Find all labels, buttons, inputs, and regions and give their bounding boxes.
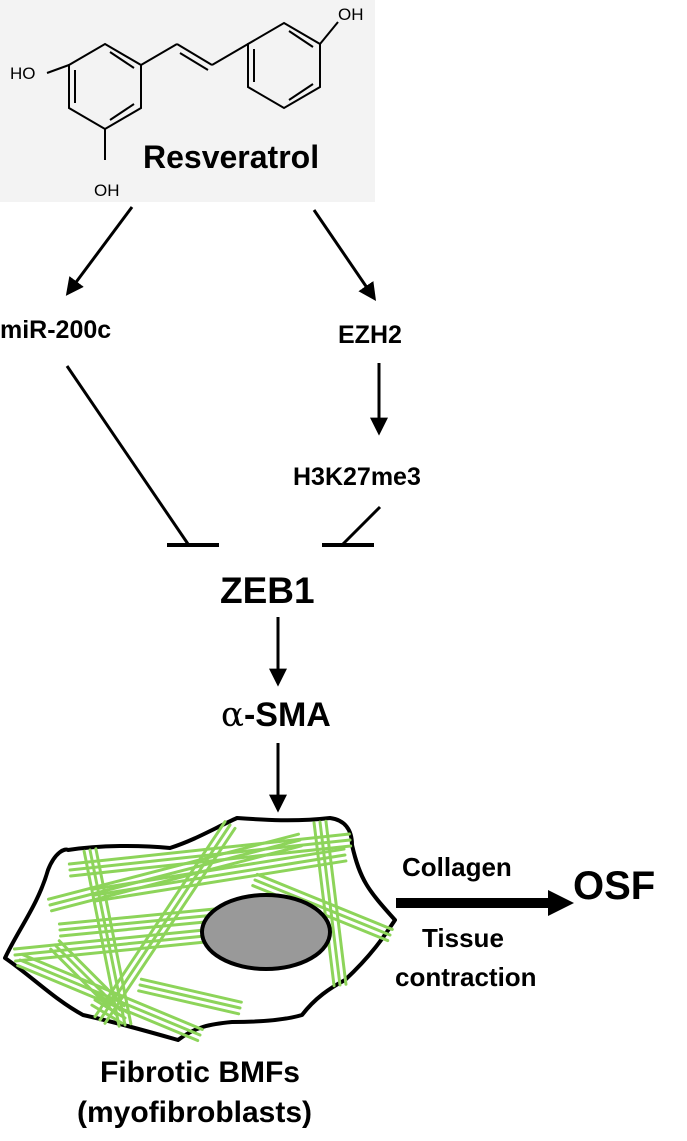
- cell-label-line1: Fibrotic BMFs: [100, 1056, 300, 1089]
- arrow-resveratrol-to-ezh2: [312, 209, 377, 301]
- actin-fiber: [53, 943, 122, 1012]
- actin-fibers: [12, 819, 394, 1043]
- contraction-label: contraction: [395, 962, 537, 992]
- actin-fiber: [312, 821, 336, 988]
- cell-label-line2: (myofibroblasts): [77, 1096, 313, 1129]
- osf-label: OSF: [573, 864, 656, 908]
- cell-nucleus: [200, 893, 332, 971]
- collagen-label: Collagen: [402, 852, 512, 882]
- actin-fiber: [57, 907, 216, 926]
- actin-fiber: [82, 849, 121, 1028]
- ezh2-label: EZH2: [338, 321, 402, 349]
- tissue-label: Tissue: [422, 923, 504, 953]
- actin-fiber: [255, 872, 394, 931]
- actin-fiber: [18, 958, 202, 1037]
- arrow-resveratrol-to-mir200c: [65, 206, 134, 296]
- hydroxyl-group-bottom: OH: [94, 181, 120, 200]
- actin-fiber: [137, 989, 241, 1016]
- actin-fiber: [253, 878, 392, 937]
- resveratrol-label: Resveratrol: [143, 139, 320, 175]
- hydroxyl-bond: [319, 21, 339, 45]
- actin-fiber: [57, 939, 126, 1008]
- hydroxyl-group-left: HO: [10, 64, 36, 83]
- vinyl-bond: [140, 43, 178, 66]
- sma-text: -SMA: [243, 696, 331, 734]
- right-ring-double-bond: [288, 30, 314, 48]
- actin-fiber: [98, 823, 232, 1022]
- arrow-cell-to-osf-head: [548, 890, 574, 916]
- actin-fiber: [49, 947, 118, 1016]
- actin-fiber: [139, 977, 243, 1004]
- actin-fiber: [103, 826, 237, 1025]
- hydroxyl-bond: [46, 64, 70, 74]
- actin-fiber: [16, 964, 200, 1043]
- actin-fiber: [324, 819, 348, 986]
- vinyl-double-bond: [179, 52, 209, 71]
- vinyl-bond: [211, 43, 249, 66]
- actin-fiber: [59, 919, 218, 938]
- actin-fiber: [69, 844, 353, 878]
- actin-fiber: [93, 820, 227, 1019]
- hydroxyl-group-top: OH: [338, 5, 364, 24]
- zeb1-label: ZEB1: [220, 570, 315, 611]
- vinyl-double-bond: [176, 43, 213, 66]
- actin-fiber: [94, 859, 348, 903]
- inhibition-line-mir200c: [65, 365, 190, 545]
- mir200c-label: miR-200c: [0, 316, 112, 344]
- alpha-sma-label: α-SMA: [221, 698, 331, 732]
- inhibition-line-h3k27me3: [340, 505, 382, 547]
- actin-fiber: [58, 913, 217, 932]
- resveratrol-structure: [46, 21, 339, 160]
- right-ring-double-bond: [288, 83, 314, 101]
- molecule-background: [0, 0, 375, 202]
- left-ring-double-bond: [109, 103, 135, 121]
- h3k27me3-label: H3K27me3: [293, 463, 421, 491]
- actin-fiber: [138, 983, 242, 1010]
- left-ring-double-bond: [109, 51, 135, 69]
- actin-fiber: [67, 832, 351, 866]
- actin-fiber: [90, 1003, 124, 1025]
- alpha-symbol: α: [221, 695, 244, 735]
